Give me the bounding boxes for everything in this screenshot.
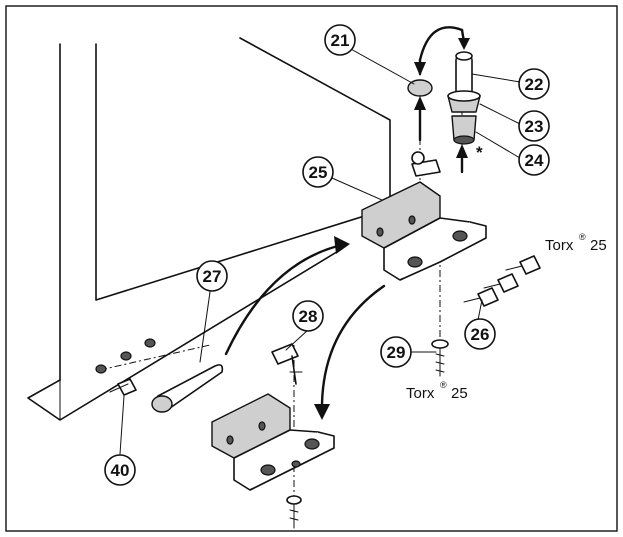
callout-24: 24 <box>518 144 550 176</box>
hinge-part-28 <box>271 343 303 385</box>
svg-text:28: 28 <box>299 307 318 326</box>
callout-28: 28 <box>292 300 324 332</box>
svg-text:26: 26 <box>471 325 490 344</box>
callout-21: 21 <box>324 24 356 56</box>
svg-text:®: ® <box>440 380 447 390</box>
svg-text:25: 25 <box>451 385 468 402</box>
svg-text:27: 27 <box>203 267 222 286</box>
bushing-23 <box>447 90 481 113</box>
svg-text:Torx: Torx <box>545 237 574 254</box>
callout-25: 25 <box>302 156 334 188</box>
callout-23: 23 <box>518 110 550 142</box>
callout-27: 27 <box>196 260 228 292</box>
torx-label-upper: Torx ® 25 <box>545 232 607 254</box>
bracket-screws <box>463 255 541 307</box>
asterisk-mark: * <box>476 143 483 162</box>
svg-text:25: 25 <box>590 237 607 254</box>
svg-text:25: 25 <box>309 163 328 182</box>
lower-hinge-bracket <box>211 393 335 491</box>
callout-22: 22 <box>518 68 550 100</box>
callout-40: 40 <box>104 454 136 486</box>
callout-29: 29 <box>380 336 412 368</box>
svg-text:29: 29 <box>387 343 406 362</box>
bottom-screw <box>286 495 302 529</box>
svg-text:24: 24 <box>525 151 544 170</box>
svg-text:21: 21 <box>331 31 350 50</box>
washer-24 <box>451 115 477 145</box>
svg-text:Torx: Torx <box>406 385 435 402</box>
screw-29 <box>431 339 449 377</box>
figure-frame <box>5 5 618 532</box>
cabinet-body <box>27 37 391 421</box>
hole-plugs <box>95 338 156 374</box>
cover-part-27 <box>151 364 224 413</box>
hinge-pin-22 <box>455 51 473 97</box>
motion-arrows <box>224 26 470 420</box>
leader-lines <box>119 42 521 455</box>
svg-text:22: 22 <box>525 75 544 94</box>
callout-26: 26 <box>464 318 496 350</box>
svg-text:®: ® <box>579 232 586 242</box>
svg-text:40: 40 <box>111 461 130 480</box>
torx-label-lower: Torx ® 25 <box>406 380 468 402</box>
screw-40 <box>109 378 137 396</box>
upper-hinge-bracket-25 <box>361 151 487 281</box>
svg-text:23: 23 <box>525 117 544 136</box>
